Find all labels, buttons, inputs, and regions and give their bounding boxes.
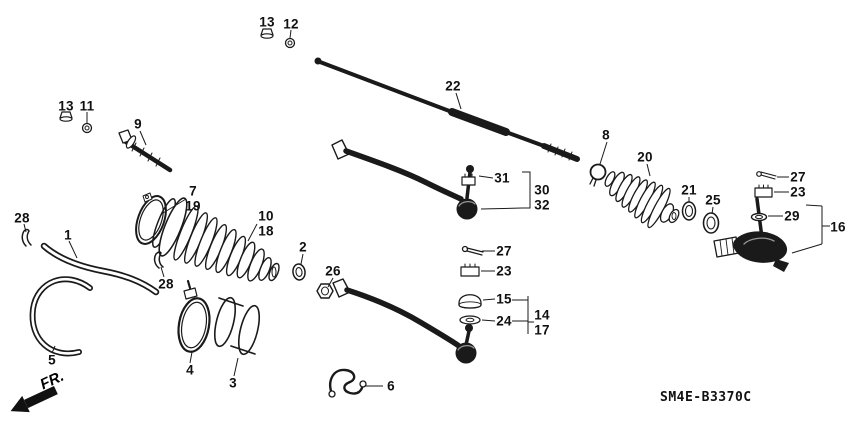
part-label-7: 7 <box>189 183 197 199</box>
part-fasteners-13-12 <box>260 28 296 49</box>
part-label-22: 22 <box>445 78 461 94</box>
part-label-13: 13 <box>58 98 74 114</box>
part-bracket-6 <box>328 368 367 398</box>
part-label-4: 4 <box>186 362 194 378</box>
part-label-8: 8 <box>602 127 610 143</box>
part-label-9: 9 <box>134 116 142 132</box>
part-label-23: 23 <box>496 263 512 279</box>
part-label-16: 16 <box>830 219 846 235</box>
part-clamp-8 <box>589 163 607 187</box>
part-label-13: 13 <box>259 14 275 30</box>
part-label-31: 31 <box>494 170 510 186</box>
part-ring-5 <box>29 276 93 357</box>
part-label-29: 29 <box>784 208 800 224</box>
part-label-20: 20 <box>637 149 653 165</box>
part-bushing-25 <box>702 212 720 234</box>
part-label-32: 32 <box>534 197 550 213</box>
part-nut-26 <box>316 283 334 299</box>
part-tie-rod-end-16 <box>713 171 789 272</box>
part-label-10: 10 <box>258 208 274 224</box>
part-label-28: 28 <box>14 210 30 226</box>
fr-arrow-icon <box>10 385 58 413</box>
part-clamp-7-19 <box>135 192 167 245</box>
part-label-12: 12 <box>283 16 299 32</box>
leader-lines <box>23 29 830 387</box>
part-rod-22 <box>314 57 580 162</box>
part-label-28: 28 <box>158 276 174 292</box>
part-label-19: 19 <box>185 198 201 214</box>
part-label-3: 3 <box>229 375 237 391</box>
part-stack-center <box>458 245 484 325</box>
part-label-23: 23 <box>790 184 806 200</box>
part-label-6: 6 <box>387 378 395 394</box>
part-label-21: 21 <box>681 182 697 198</box>
part-label-27: 27 <box>790 169 806 185</box>
part-sleeve-3 <box>213 296 261 356</box>
part-pin-28-mid <box>153 251 164 269</box>
part-pin-28-left <box>21 228 32 247</box>
part-fasteners-13-11 <box>59 111 93 134</box>
part-boot-20 <box>604 171 680 229</box>
part-label-24: 24 <box>496 313 512 329</box>
part-label-15: 15 <box>496 291 512 307</box>
part-label-18: 18 <box>258 223 274 239</box>
part-label-1: 1 <box>64 227 72 243</box>
part-label-14: 14 <box>534 307 550 323</box>
part-clamp-4 <box>177 279 211 353</box>
part-tie-rod-14-17 <box>332 278 477 364</box>
part-label-17: 17 <box>534 322 550 338</box>
part-rod-9 <box>118 129 173 173</box>
part-pipe-1 <box>40 242 160 296</box>
diagram-code: SM4E-B3370C <box>660 390 752 405</box>
part-ring-2 <box>292 263 306 281</box>
part-label-25: 25 <box>705 192 721 208</box>
part-label-2: 2 <box>299 239 307 255</box>
part-ring-21 <box>681 201 697 221</box>
part-tie-rod-30-32 <box>331 139 478 220</box>
part-label-27: 27 <box>496 243 512 259</box>
part-label-5: 5 <box>48 352 56 368</box>
part-label-26: 26 <box>325 263 341 279</box>
part-label-11: 11 <box>79 98 95 114</box>
part-label-30: 30 <box>534 182 550 198</box>
